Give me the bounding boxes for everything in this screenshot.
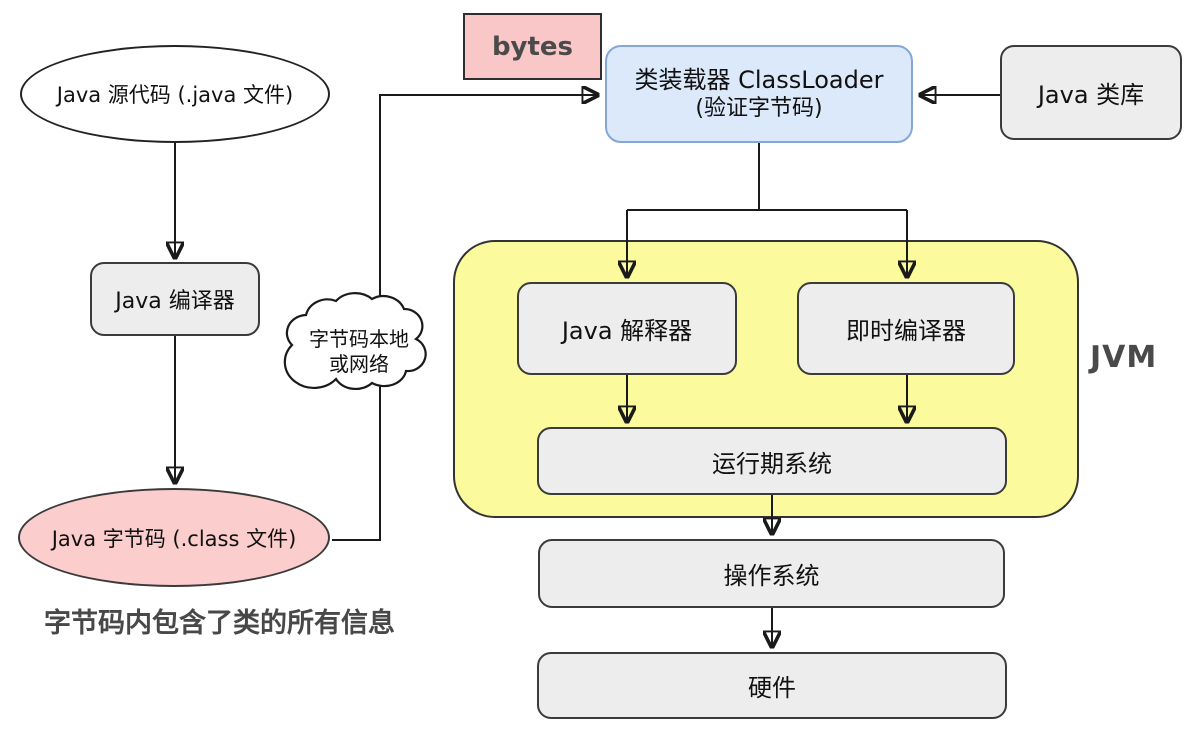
node-classloader-subtitle: (验证字节码) <box>695 96 823 122</box>
node-hardware: 硬件 <box>537 652 1007 719</box>
cloud-label-line1: 字节码本地 <box>309 327 409 351</box>
node-java-bytecode: Java 字节码 (.class 文件) <box>18 488 330 587</box>
node-runtime-system: 运行期系统 <box>537 427 1007 495</box>
node-runtime-system-label: 运行期系统 <box>712 449 832 478</box>
node-hardware-label: 硬件 <box>748 674 796 702</box>
cloud-shape <box>283 292 427 391</box>
node-java-source: Java 源代码 (.java 文件) <box>20 45 330 143</box>
node-java-interpreter-label: Java 解释器 <box>561 317 693 345</box>
node-java-source-label: Java 源代码 (.java 文件) <box>56 83 294 107</box>
node-operating-system: 操作系统 <box>538 539 1005 608</box>
jvm-text-label: JVM <box>1090 340 1158 375</box>
node-operating-system-label: 操作系统 <box>723 562 820 590</box>
bytecode-note: 字节码内包含了类的所有信息 <box>44 608 395 639</box>
node-jit-compiler-label: 即时编译器 <box>846 317 966 345</box>
node-classloader: 类装载器 ClassLoader (验证字节码) <box>605 45 913 143</box>
node-bytes-tag-label: bytes <box>491 31 574 62</box>
node-classloader-title: 类装载器 ClassLoader <box>634 66 884 95</box>
node-java-compiler: Java 编译器 <box>90 262 260 336</box>
branch-classloader <box>627 143 907 211</box>
cloud-label: 字节码本地 或网络 <box>286 327 432 377</box>
node-java-class-library: Java 类库 <box>1000 45 1182 140</box>
node-java-bytecode-label: Java 字节码 (.class 文件) <box>51 526 297 551</box>
node-jit-compiler: 即时编译器 <box>797 282 1015 375</box>
cloud-label-line2: 或网络 <box>329 352 389 376</box>
node-bytes-tag: bytes <box>463 13 602 80</box>
node-java-compiler-label: Java 编译器 <box>115 289 235 314</box>
node-java-class-library-label: Java 类库 <box>1037 81 1145 109</box>
node-java-interpreter: Java 解释器 <box>517 282 737 375</box>
